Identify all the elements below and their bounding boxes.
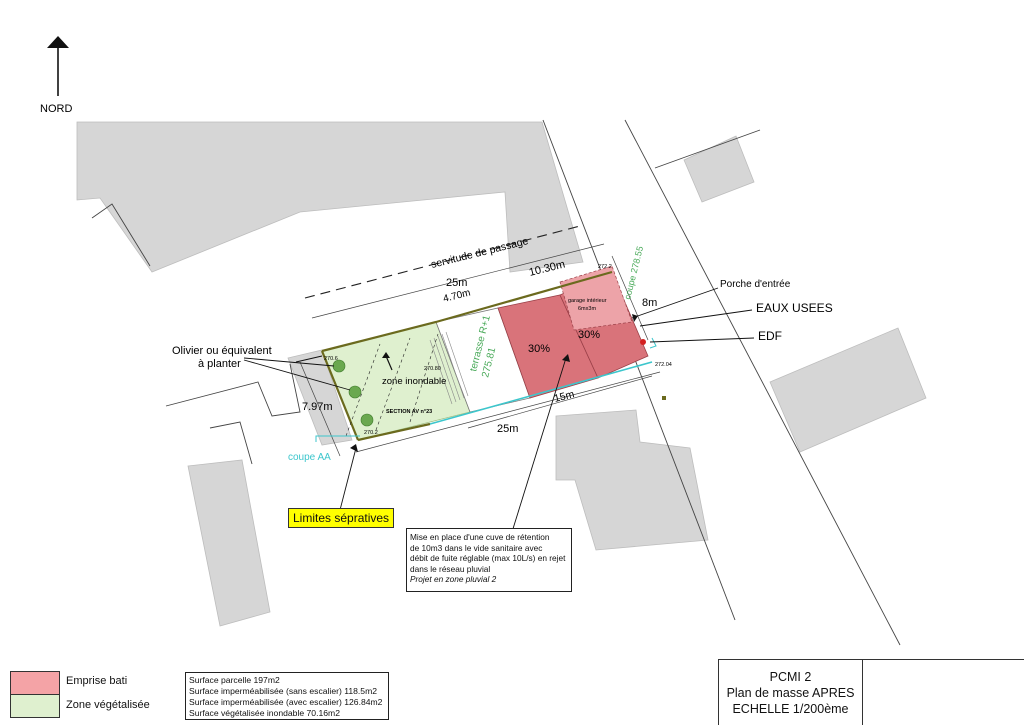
stair-hatch <box>429 331 469 405</box>
arrowhead-icon <box>562 354 570 362</box>
parcel-boundary-bottom <box>357 422 431 442</box>
dim-length-inner: 15m <box>553 388 576 405</box>
north-arrow-icon <box>47 36 69 48</box>
north-label: NORD <box>40 103 72 115</box>
parcel-boundary-top <box>321 270 613 353</box>
surfaces-box: Surface parcelle 197m2 Surface imperméab… <box>185 672 389 720</box>
pct-a-label: 30% <box>528 343 550 355</box>
parcel-boundary-bottom-cyan <box>429 361 653 425</box>
road-lines <box>91 119 901 646</box>
surface-line: Surface imperméabilisée (sans escalier) … <box>189 686 378 696</box>
building-north-large <box>76 121 584 273</box>
zone-arrow-head-icon <box>382 352 390 358</box>
level-4: 272.2 <box>598 264 612 270</box>
dim-width-left: 7.97m <box>302 401 333 413</box>
building-west-strip <box>287 349 353 446</box>
note-line: Mise en place d'une cuve de rétention <box>410 532 550 542</box>
trees <box>332 359 374 427</box>
level-2: 270.80 <box>424 366 441 372</box>
arrowhead-icon <box>632 314 638 322</box>
limites-label: Limites sépratives <box>288 508 395 528</box>
title-cell: PCMI 2 Plan de masse APRES ECHELLE 1/200… <box>719 660 863 725</box>
legend-swatch-vegetal <box>10 694 60 718</box>
level-5: 272.04 <box>655 362 672 368</box>
boundary-marker-icon <box>662 396 666 400</box>
garage-label: garage intérieur <box>568 298 607 304</box>
note-line: débit de fuite réglable (max 10L/s) en r… <box>410 553 566 563</box>
level-3: 270.2 <box>364 430 378 436</box>
building-south <box>555 409 709 551</box>
surface-line: Surface végétalisée inondable 70.16m2 <box>189 708 340 718</box>
zone-arrow-icon <box>385 355 393 371</box>
coupe-marker-right-icon <box>649 337 657 349</box>
title-name: Plan de masse APRES <box>726 686 855 700</box>
building-northeast-small <box>683 135 755 203</box>
legend-label-bati: Emprise bati <box>66 675 128 687</box>
parcel <box>320 265 653 442</box>
zone-dashes <box>345 333 439 437</box>
tree-icon <box>348 385 362 399</box>
note-line: dans le réseau pluvial <box>410 563 491 574</box>
surface-line: Surface imperméabilisée (avec escalier) … <box>189 697 383 707</box>
arrowhead-icon <box>350 444 358 452</box>
dim-width-right: 8m <box>642 297 657 309</box>
title-scale: ECHELLE 1/200ème <box>732 702 849 716</box>
coupe-vertical-label: coupe 278.55 <box>622 245 645 300</box>
level-1: 270.6 <box>324 356 338 362</box>
edf-marker-icon <box>640 339 646 345</box>
title-code: PCMI 2 <box>769 670 812 684</box>
legend-swatch-bati <box>10 671 60 695</box>
leader-arrowheads <box>350 314 638 452</box>
zone-inondable-label: zone inondable <box>382 376 446 387</box>
building-east <box>769 327 927 453</box>
title-block: PCMI 2 Plan de masse APRES ECHELLE 1/200… <box>718 659 1024 725</box>
coupe-marker-icon <box>315 435 360 442</box>
dim-length-top: 25m <box>446 277 467 289</box>
eaux-usees-label: EAUX USEES <box>756 301 833 315</box>
tree-icon <box>360 413 374 427</box>
edf-label: EDF <box>758 329 782 343</box>
garage-size: 6mx3m <box>578 306 596 312</box>
olivier-label-line1: Olivier ou équivalent <box>172 345 272 357</box>
surface-line: Surface parcelle 197m2 <box>189 675 280 685</box>
dim-length-bottom: 25m <box>497 423 518 435</box>
leader-lines <box>243 287 755 533</box>
dimension-lines <box>299 225 661 457</box>
section-label: SECTION AV n°23 <box>386 409 432 415</box>
note-italic: Projet en zone pluvial 2 <box>410 574 497 584</box>
olivier-label-line2: à planter <box>198 358 241 370</box>
pct-b-label: 30% <box>578 329 600 341</box>
north-arrow: NORD <box>40 36 72 115</box>
porche-label: Porche d'entrée <box>720 279 791 290</box>
neighbor-buildings <box>76 121 927 627</box>
building-southwest <box>187 459 271 627</box>
note-line: de 10m3 dans le vide sanitaire avec <box>410 542 543 553</box>
coupe-aa-label: coupe AA <box>288 452 331 463</box>
dim-offset-470: 4.70m <box>442 288 472 305</box>
retention-note: Mise en place d'une cuve de rétention de… <box>406 528 572 592</box>
legend-label-vegetal: Zone végétalisée <box>66 699 150 711</box>
